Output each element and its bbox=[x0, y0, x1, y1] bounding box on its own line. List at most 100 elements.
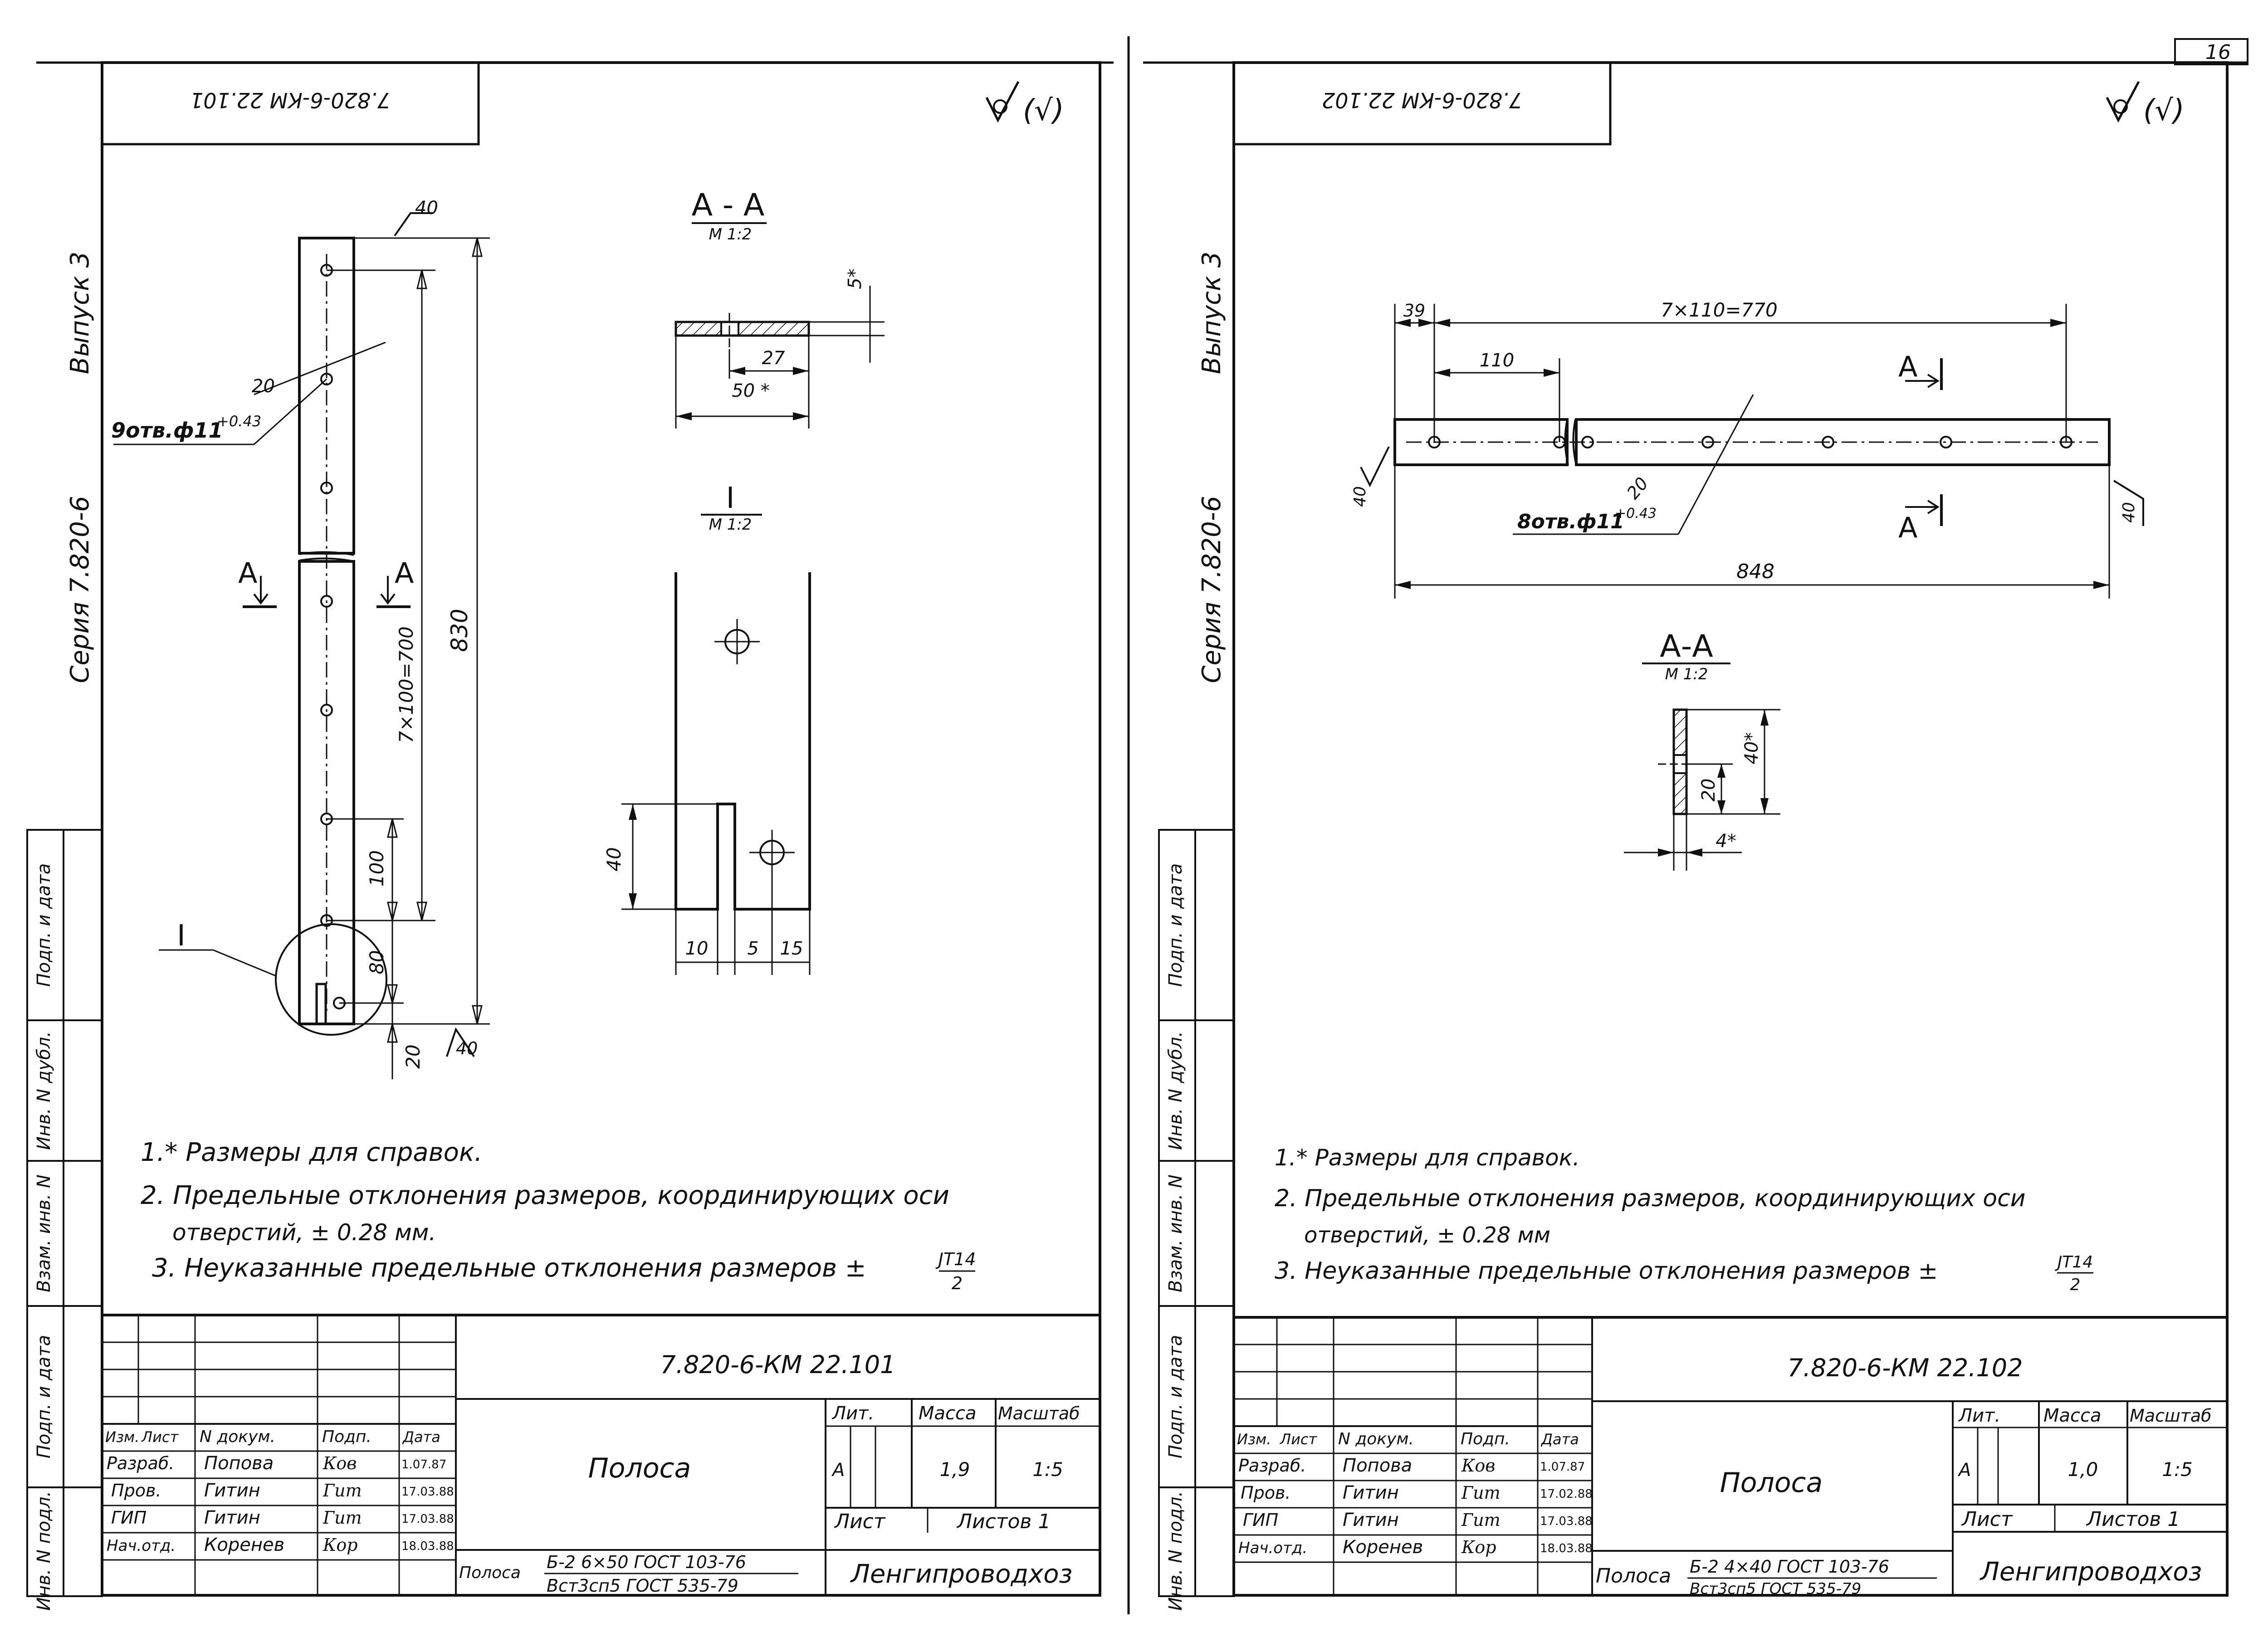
sheet-2-dim-770: 7×110=770 bbox=[1661, 299, 1777, 321]
sheet-2-tb-material-bottom: Вст3сп5 ГОСТ 535-79 bbox=[1690, 1580, 1861, 1598]
sheet-2-frame bbox=[1232, 61, 2229, 1597]
sheet-1-tb-material-bottom: Вст3сп5 ГОСТ 535-79 bbox=[547, 1576, 738, 1596]
sheet-1-stamp-text: 7.820-6-КМ 22.101 bbox=[190, 88, 391, 112]
sheet-1-section-dim-5: 5* bbox=[845, 268, 865, 289]
side-label-dup-inv: Инв. N дубл. bbox=[34, 1031, 54, 1150]
sheet-1-detail-dim-15: 15 bbox=[780, 938, 803, 959]
sheet-2-tb-date-2: 17.03.88 bbox=[1540, 1515, 1593, 1528]
sheet-2-cut-letter-bottom: А bbox=[1898, 511, 1917, 544]
sheet-1-dim-20: 20 bbox=[252, 376, 275, 397]
sheet-2-tb-material-top: Б-2 4×40 ГОСТ 103-76 bbox=[1690, 1557, 1889, 1577]
sheet-2-side-label-4: Инв. N подл. bbox=[1165, 1491, 1186, 1611]
sheet-1-section-dim-50: 50 * bbox=[732, 380, 770, 401]
sheet-1-tb-person-2: Гитин bbox=[204, 1507, 260, 1528]
sheet-2-tb-role-1: Пров. bbox=[1241, 1483, 1290, 1503]
sheet-2-dim-20: 20 bbox=[1623, 473, 1652, 503]
sheet-1-section-title: А - А bbox=[692, 187, 765, 223]
sheet-2-title-block bbox=[1232, 1316, 2229, 1597]
sheet-2-note-2: 2. Предельные отклонения размеров, коорд… bbox=[1275, 1185, 2026, 1212]
sheet-1-roughness-icon bbox=[985, 81, 1020, 123]
sheet-2-tb-head-date: Дата bbox=[1540, 1431, 1579, 1448]
sheet-1-detail-mark: I bbox=[177, 919, 186, 953]
sheet-1-strip-view bbox=[275, 237, 387, 1036]
sheet-2-stamp-text: 7.820-6-КМ 22.102 bbox=[1322, 88, 1522, 112]
sheet-1-series: Серия 7.820-6 bbox=[65, 496, 95, 683]
sheet-1-note-2b: отверстий, ± 0.28 мм. bbox=[172, 1219, 436, 1246]
sheet-1-tb-mass: 1,9 bbox=[940, 1458, 970, 1481]
side-label-orig-inv: Инв. N подл. bbox=[34, 1491, 54, 1611]
sheet-2-side-label-0: Подп. и дата bbox=[1165, 863, 1186, 987]
sheet-2-dim-848: 848 bbox=[1736, 560, 1774, 583]
sheet-1-section-view bbox=[675, 286, 885, 429]
sheet-2-holes-note: 8отв.ф11 bbox=[1517, 510, 1624, 533]
sheet-2-roughness: (√) bbox=[2143, 94, 2185, 127]
sheet-2-section-title: А-А bbox=[1660, 628, 1713, 664]
sheet-2-note-2b: отверстий, ± 0.28 мм bbox=[1304, 1223, 1550, 1248]
sheet-2-side-stamp bbox=[1158, 829, 1235, 1597]
page-number: 16 bbox=[2205, 41, 2231, 64]
sheet-2-section-scale: М 1:2 bbox=[1665, 665, 1708, 683]
sheet-1-tb-lit: А bbox=[831, 1460, 845, 1481]
sheet-1-tb-head-doc: N докум. bbox=[200, 1428, 275, 1446]
sheet-1-detail-dim-5: 5 bbox=[747, 938, 758, 959]
sheet-1-tb-date-0: 1.07.87 bbox=[401, 1458, 446, 1471]
sheet-2-holes-tol: +0.43 bbox=[1615, 506, 1657, 521]
sheet-2-it-den: 2 bbox=[2070, 1276, 2081, 1294]
sheet-2-strip-view bbox=[1393, 418, 2111, 466]
sheet-1-tb-person-1: Гитин bbox=[204, 1480, 260, 1501]
sheet-2-tb-date-3: 18.03.88 bbox=[1540, 1542, 1593, 1555]
sheet-1-tb-sign-3: Кор bbox=[323, 1535, 358, 1555]
side-label-sign-date-2: Подп. и дата bbox=[34, 1335, 54, 1458]
sheet-2-it-num: JT14 bbox=[2055, 1253, 2093, 1272]
sheet-1-holes-note: 9отв.ф11 bbox=[111, 418, 223, 443]
sheet-2-issue: Выпуск 3 bbox=[1197, 252, 1227, 374]
sheet-2-tb-sign-2: Гит bbox=[1461, 1510, 1501, 1530]
sheet-2-tb-name: Полоса bbox=[1720, 1467, 1823, 1499]
sheet-1-tb-mass-head: Масса bbox=[919, 1403, 977, 1424]
sheet-1-tb-role-0: Разраб. bbox=[107, 1453, 174, 1473]
sheet-1-tb-head-izm: Изм. bbox=[105, 1428, 139, 1446]
sheet-2-tb-lit: А bbox=[1957, 1460, 1971, 1481]
sheet-1-holes-tol: +0.43 bbox=[217, 413, 261, 430]
sheet-1-stamp-box bbox=[101, 61, 480, 146]
sheet-1-detail-title: I bbox=[726, 482, 735, 515]
sheet-2-section-dim-40: 40* bbox=[1741, 732, 1762, 765]
sheet-2-side-label-2: Взам. инв. N bbox=[1165, 1174, 1186, 1292]
sheet-2-tb-role-2: ГИП bbox=[1243, 1510, 1278, 1530]
sheet-2-dim-39: 39 bbox=[1403, 301, 1425, 321]
sheet-2-tb-scale: 1:5 bbox=[2162, 1458, 2193, 1481]
sheet-2-tb-head-doc: N докум. bbox=[1338, 1430, 1414, 1448]
sheet-1-side-stamp bbox=[26, 829, 103, 1597]
sheet-1-tb-sheet: Лист bbox=[834, 1510, 886, 1533]
sheet-2-tb-sheet: Лист bbox=[1961, 1508, 2013, 1531]
sheet-1-title-block bbox=[101, 1314, 1101, 1597]
sheet-1-note-1: 1.* Размеры для справок. bbox=[141, 1138, 483, 1167]
side-label-repl-inv: Взам. инв. N bbox=[34, 1174, 54, 1292]
sheet-2-dim-110: 110 bbox=[1480, 350, 1514, 371]
sheet-2-section-dim-4: 4* bbox=[1716, 831, 1736, 852]
sheet-2: 7.820-6-КМ 22.102 (√) Серия 7.820-6 Выпу… bbox=[1143, 61, 2248, 1611]
sheet-1-tb-person-3: Коренев bbox=[204, 1535, 284, 1555]
sheet-1-dim-20-bottom: 20 bbox=[402, 1044, 424, 1068]
sheet-2-tb-mass-head: Масса bbox=[2043, 1405, 2102, 1426]
sheet-2-tb-lit-head: Лит. bbox=[1958, 1405, 2000, 1426]
page-number-box bbox=[2174, 38, 2248, 65]
sheet-1-tb-head-list: Лист bbox=[141, 1428, 179, 1446]
sheet-2-roughness-icon bbox=[2106, 81, 2140, 123]
sheet-2-tb-role-0: Разраб. bbox=[1238, 1456, 1306, 1476]
sheet-2-side-label-1: Инв. N дубл. bbox=[1165, 1031, 1186, 1150]
sheet-1-tb-name: Полоса bbox=[588, 1452, 691, 1484]
sheet-1-tb-scale: 1:5 bbox=[1032, 1458, 1063, 1481]
sheet-1-detail-view bbox=[621, 572, 811, 975]
sheet-2-tb-head-izm: Изм. bbox=[1237, 1431, 1271, 1448]
sheet-1-it-den: 2 bbox=[952, 1273, 963, 1293]
sheet-1-tb-scale-head: Масштаб bbox=[998, 1403, 1080, 1423]
sheet-2-tb-mass: 1,0 bbox=[2068, 1458, 2098, 1481]
sheet-1-tb-sign-2: Гит bbox=[323, 1508, 362, 1528]
sheet-1-detail-scale: М 1:2 bbox=[709, 516, 752, 534]
sheet-1-tb-lit-head: Лит. bbox=[831, 1403, 874, 1424]
sheet-2-note-1: 1.* Размеры для справок. bbox=[1275, 1145, 1580, 1171]
side-label-sign-date-1: Подп. и дата bbox=[34, 863, 54, 987]
sheet-2-tb-person-2: Гитин bbox=[1343, 1510, 1399, 1530]
sheet-1-dim-100: 100 bbox=[366, 850, 388, 887]
